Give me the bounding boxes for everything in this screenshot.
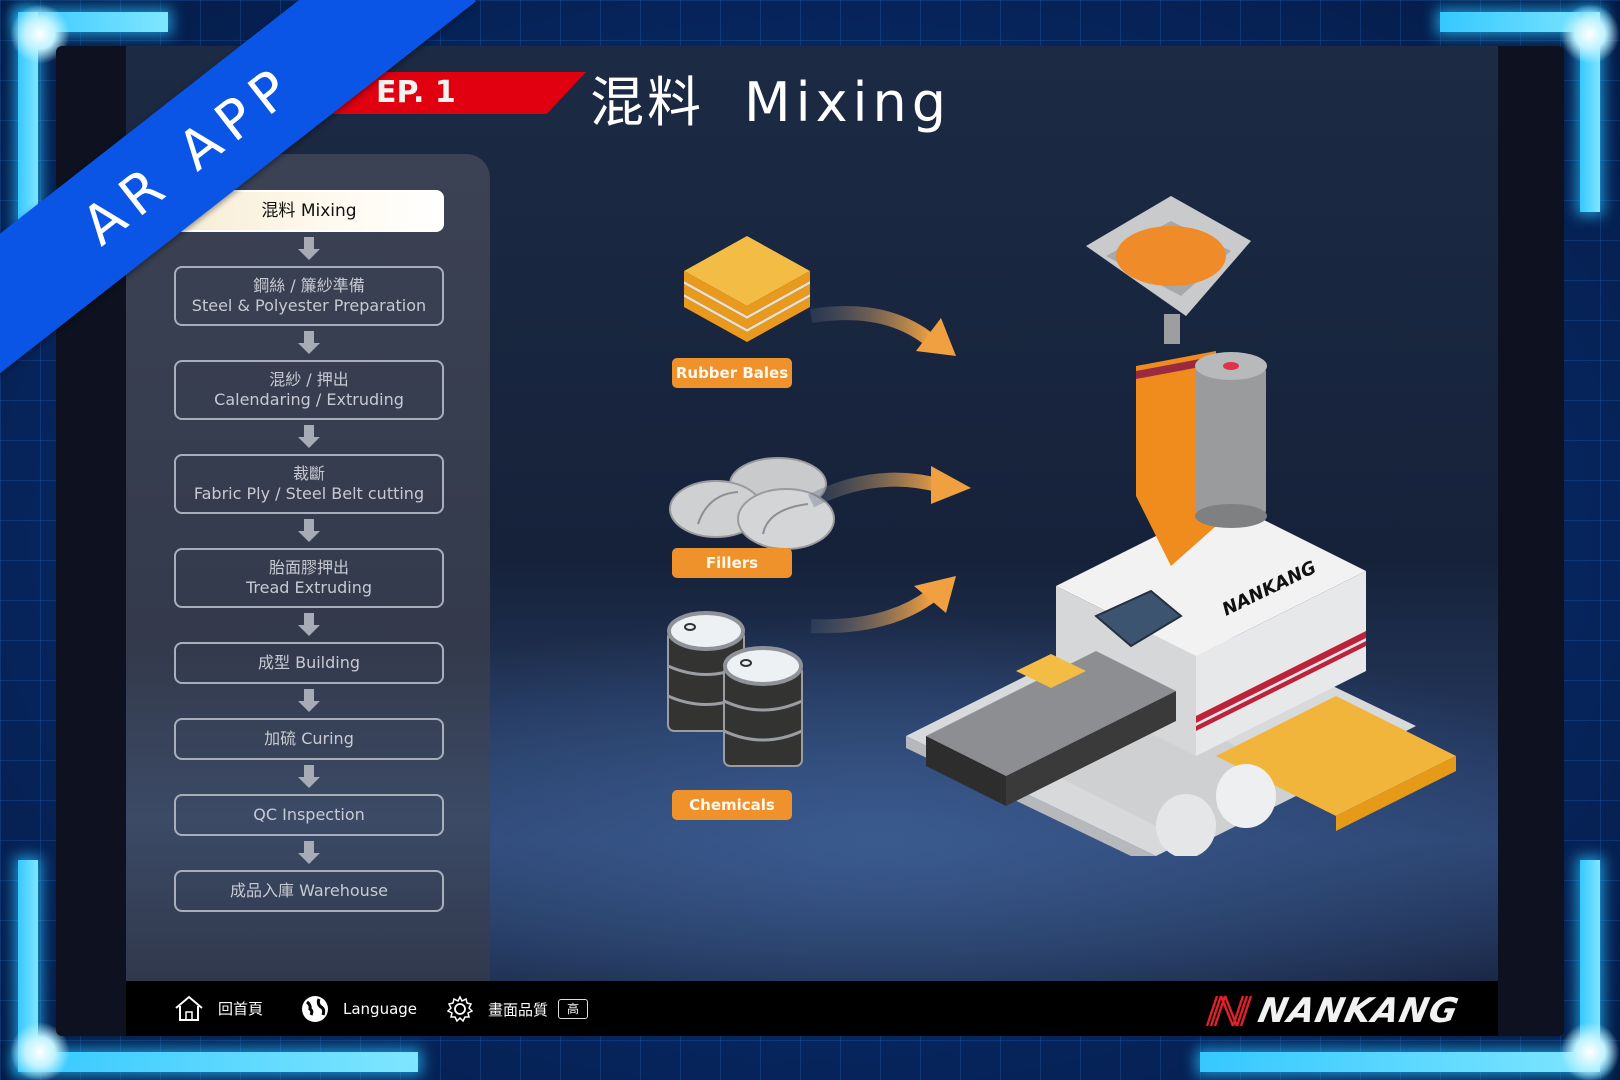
flow-arrow-icon — [807, 466, 971, 508]
step-qc-inspection[interactable]: QC Inspection — [174, 794, 444, 836]
step-label-en: Steel & Polyester Preparation — [191, 296, 427, 315]
step-label: QC Inspection — [253, 805, 365, 824]
quality-setting-button[interactable]: 畫面品質 高 — [446, 995, 589, 1023]
rubber-bales-icon — [684, 236, 810, 342]
material-label-rubber-bales: Rubber Bales — [672, 358, 792, 388]
gear-icon — [446, 995, 474, 1023]
fillers-bags-icon — [669, 457, 835, 550]
step-label-en: Calendaring / Extruding — [214, 390, 404, 409]
quality-label: 畫面品質 — [488, 1000, 549, 1019]
step-warehouse[interactable]: 成品入庫 Warehouse — [174, 870, 444, 912]
frame-glow-bottom-left — [18, 1052, 418, 1072]
arrow-down-icon — [174, 514, 444, 548]
arrow-down-icon — [174, 684, 444, 718]
step-building[interactable]: 成型 Building — [174, 642, 444, 684]
step-label-zh: 鋼絲 / 簾紗準備 — [253, 276, 365, 295]
brand-name: NANKANG — [1254, 991, 1463, 1031]
step-curing[interactable]: 加硫 Curing — [174, 718, 444, 760]
arrow-down-icon — [174, 420, 444, 454]
arrow-down-icon — [174, 608, 444, 642]
quality-value-toggle[interactable]: 高 — [558, 999, 589, 1019]
frame-glow-left — [18, 12, 38, 232]
arrow-down-icon — [174, 326, 444, 360]
arrow-down-icon — [174, 232, 444, 266]
home-label: 回首頁 — [218, 999, 264, 1018]
step-label: 成型 Building — [258, 653, 360, 672]
globe-icon — [302, 996, 328, 1022]
step-label: 加硫 Curing — [264, 729, 354, 748]
step-label: 混料 Mixing — [261, 201, 357, 221]
frame-glow-bottom-right — [1200, 1052, 1600, 1072]
home-button[interactable]: 回首頁 — [174, 995, 263, 1021]
arrow-down-icon — [174, 836, 444, 870]
material-label-chemicals: Chemicals — [672, 790, 792, 820]
step-label-zh: 胎面膠押出 — [268, 558, 349, 577]
page-title-en: Mixing — [744, 71, 952, 134]
arrow-down-icon — [174, 760, 444, 794]
chemical-barrels-icon — [667, 611, 803, 767]
flow-arrow-icon — [809, 306, 956, 356]
home-icon — [175, 995, 203, 1021]
flow-arrow-icon — [810, 576, 956, 634]
language-button[interactable]: Language — [301, 995, 417, 1023]
frame-corner-glow — [1560, 4, 1620, 64]
nankang-logo: NANKANG — [1203, 991, 1462, 1031]
step-label-en: Tread Extruding — [245, 578, 372, 597]
material-label-fillers: Fillers — [672, 548, 792, 578]
step-label-zh: 裁斷 — [292, 464, 325, 483]
page-title: 混料 Mixing — [590, 58, 951, 137]
frame-corner-glow — [1560, 1022, 1620, 1080]
step-label-zh: 混紗 / 押出 — [269, 370, 349, 389]
nankang-n-mark-icon — [1205, 995, 1252, 1027]
frame-glow-right-bottom — [1580, 860, 1600, 1070]
step-label: 成品入庫 Warehouse — [229, 881, 388, 900]
bottom-bar: 回首頁 Language 畫面品質 高 NANKANG — [126, 981, 1498, 1036]
frame-glow-left-bottom — [18, 860, 38, 1070]
step-label-en: Fabric Ply / Steel Belt cutting — [193, 484, 425, 503]
page-title-zh: 混料 — [590, 71, 704, 134]
mixing-machine-illustration: NANKANG — [906, 196, 1456, 856]
language-label: Language — [343, 1000, 418, 1018]
